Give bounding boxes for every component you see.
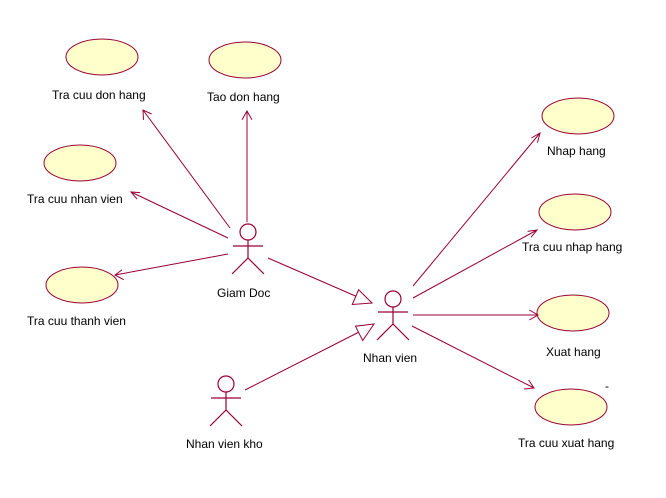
- usecase-tra-cuu-nhap-hang[interactable]: [538, 193, 612, 231]
- label-tra-cuu-don-hang: Tra cuu don hang: [52, 88, 146, 102]
- actor-nhan-vien-kho[interactable]: [209, 375, 243, 427]
- label-tra-cuu-xuat-hang: Tra cuu xuat hang: [518, 436, 614, 450]
- association-nhanvien-tra-cuu-nhap-hang: [412, 229, 539, 299]
- actor-head: [217, 375, 235, 393]
- usecase-tao-don-hang[interactable]: [208, 41, 282, 79]
- association-giamdoc-tra-cuu-thanh-vien: [114, 253, 229, 281]
- label-tra-cuu-nhap-hang: Tra cuu nhap hang: [522, 240, 622, 254]
- generalization-nhanvienkho-nhanvien: [244, 323, 376, 391]
- generalization-giamdoc-nhanvien: [267, 257, 374, 306]
- actor-head: [384, 290, 402, 308]
- usecase-tra-cuu-nhan-vien[interactable]: [43, 144, 117, 182]
- stray-dash-mark: -: [605, 379, 609, 393]
- label-tao-don-hang: Tao don hang: [207, 90, 280, 104]
- actor-head: [239, 223, 257, 241]
- usecase-tra-cuu-don-hang[interactable]: [65, 38, 139, 76]
- association-nhanvien-nhap-hang: [412, 131, 541, 287]
- association-nhanvien-xuat-hang: [413, 309, 540, 321]
- usecase-tra-cuu-thanh-vien[interactable]: [45, 266, 119, 304]
- usecase-tra-cuu-xuat-hang[interactable]: [534, 388, 608, 426]
- label-giam-doc: Giam Doc: [217, 286, 270, 300]
- usecase-xuat-hang[interactable]: [536, 294, 610, 332]
- association-giamdoc-tra-cuu-don-hang: [142, 109, 231, 229]
- label-nhan-vien: Nhan vien: [363, 351, 417, 365]
- actor-giam-doc[interactable]: [231, 223, 265, 275]
- association-giamdoc-tao-don-hang: [241, 109, 253, 222]
- label-tra-cuu-nhan-vien: Tra cuu nhan vien: [27, 192, 123, 206]
- label-xuat-hang: Xuat hang: [546, 345, 601, 359]
- association-nhanvien-tra-cuu-xuat-hang: [411, 325, 535, 390]
- label-nhan-vien-kho: Nhan vien kho: [186, 437, 263, 451]
- label-tra-cuu-thanh-vien: Tra cuu thanh vien: [27, 314, 126, 328]
- association-giamdoc-tra-cuu-nhan-vien: [129, 191, 229, 239]
- actor-nhan-vien[interactable]: [376, 290, 410, 341]
- usecase-nhap-hang[interactable]: [541, 97, 615, 135]
- label-nhap-hang: Nhap hang: [547, 144, 606, 158]
